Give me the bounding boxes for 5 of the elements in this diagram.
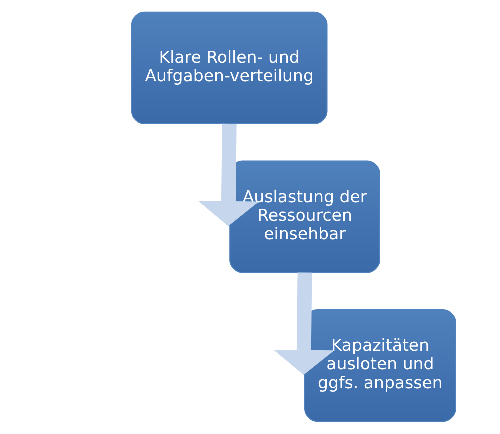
node-box: Klare Rollen- und Aufgaben-verteilung — [131, 12, 328, 125]
arrow — [274, 272, 335, 376]
arrow — [198, 124, 260, 226]
node-box: Auslastung der Ressourcen einsehbar — [230, 160, 380, 274]
node-box: Kapazitäten ausloten und ggfs. anpassen — [304, 309, 456, 422]
